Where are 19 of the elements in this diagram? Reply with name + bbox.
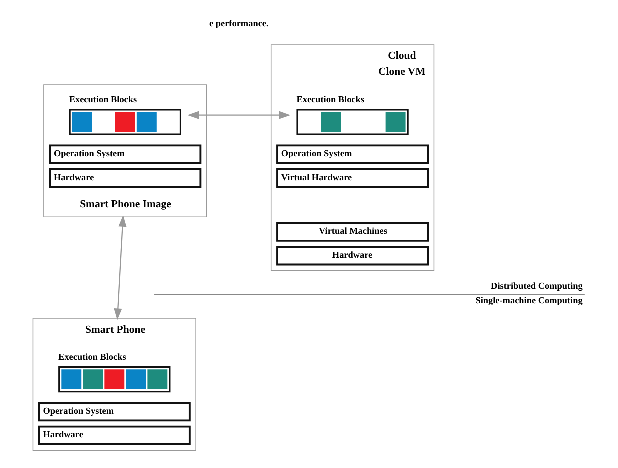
arrow: [114, 215, 127, 320]
node-box: Virtual Machines: [276, 222, 430, 242]
node-box: Hardware: [276, 246, 430, 266]
arrow: [188, 111, 291, 120]
node-label: Execution Blocks: [296, 94, 364, 105]
node-box: Operation System: [276, 144, 430, 164]
node-label: Execution Blocks: [58, 352, 126, 362]
node-box: [69, 109, 182, 136]
node-box: Operation System: [49, 144, 202, 164]
label: Distributed Computing: [491, 281, 583, 292]
node-box: [296, 109, 409, 136]
node-box: Virtual Hardware: [276, 168, 430, 188]
node-box: [58, 366, 171, 393]
node-box: Hardware: [49, 168, 202, 188]
node-box: Operation System: [38, 402, 191, 422]
node-label: Execution Blocks: [69, 94, 138, 105]
node-box: Hardware: [38, 426, 191, 446]
label: e performance.: [210, 18, 269, 29]
label: Single-machine Computing: [476, 296, 583, 306]
